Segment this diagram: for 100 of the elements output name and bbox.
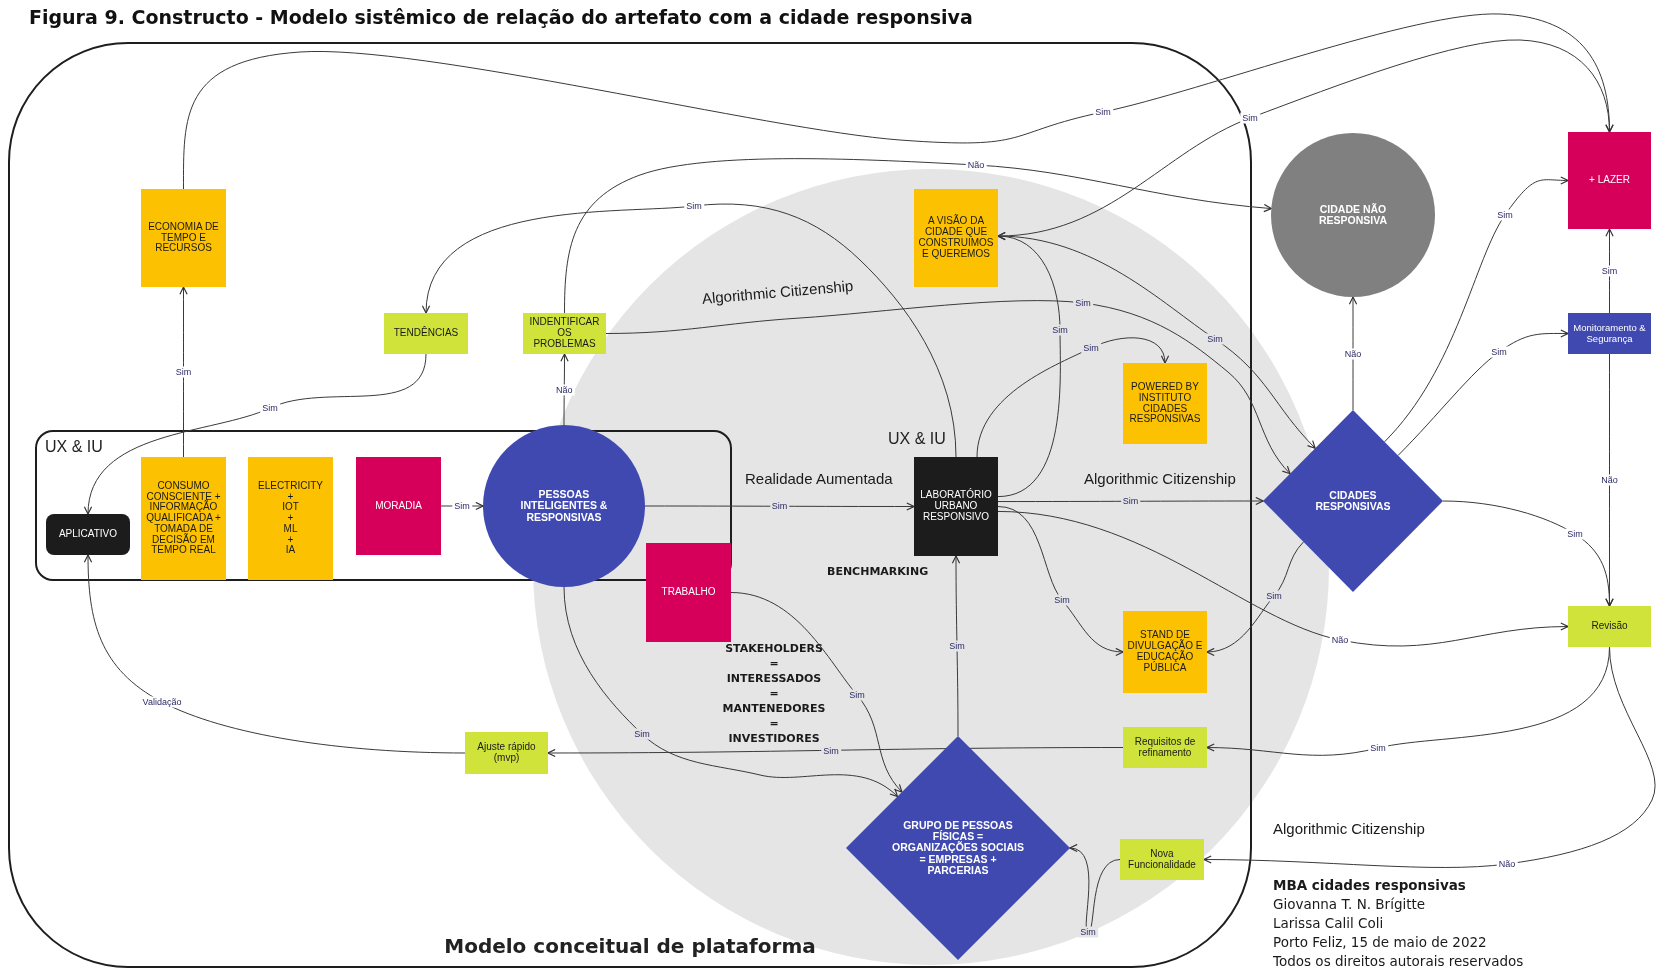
edge-label: Sim [173, 366, 194, 378]
connector-arrow [1203, 646, 1656, 868]
annotation-text: INVESTIDORES [728, 732, 820, 745]
decision-diamond [846, 736, 1070, 960]
edge-label: Sim [1073, 297, 1093, 309]
annotation-text: = [769, 657, 779, 670]
edge-label: Sim [1081, 342, 1101, 354]
process-box [914, 189, 998, 287]
node-label: POWERED BY INSTITUTO CIDADES RESPONSIVAS [1128, 381, 1202, 426]
decision-diamond [1263, 410, 1443, 592]
annotation-text: Algorithmic Citizenship [1273, 820, 1425, 837]
node-label: MORADIA [375, 500, 422, 512]
process-box [1568, 132, 1651, 229]
node-label: INDENTIFICAR OS PROBLEMAS [528, 317, 601, 350]
node-label: Monitoramento & Segurança [1572, 323, 1647, 344]
process-box [248, 457, 333, 580]
node-label: APLICATIVO [58, 529, 118, 540]
process-box [465, 732, 548, 774]
app-box [46, 514, 130, 555]
annotation-text: STAKEHOLDERS [725, 642, 823, 655]
node-label: CIDADES RESPONSIVAS [1314, 489, 1392, 513]
credit-text: Giovanna T. N. Brígitte [1273, 896, 1426, 912]
process-box [1123, 727, 1207, 768]
node-label: TRABALHO [661, 587, 716, 598]
edge-label: Sim [1052, 594, 1072, 606]
connector-arrow [83, 554, 466, 754]
connector-arrow [730, 592, 903, 793]
connector-arrow [1605, 228, 1614, 314]
node-label: ELECTRICITY + IOT + ML + IA [257, 480, 324, 557]
edge-label: Sim [1599, 265, 1620, 277]
edge-label: Não [1599, 474, 1620, 486]
connector-arrow [997, 496, 1264, 506]
node-label: A VISÃO DA CIDADE QUE CONSTRUIMOS E QUEREMOS [917, 216, 995, 260]
edge-label: Sim [684, 200, 704, 212]
annotation-text: = [769, 687, 779, 700]
node-label: CIDADE NÃO RESPONSIVA [1317, 203, 1389, 227]
annotation-text: Realidade Aumentada [745, 470, 893, 487]
edge-label: Sim [260, 402, 280, 414]
node-label: CONSUMO CONSCIENTE + INFORMAÇÃO QUALIFICADA + TOMADA DE DECISÃO EM TEMPO REAL [145, 480, 222, 557]
connector-arrow [605, 300, 1291, 475]
process-box [356, 457, 441, 555]
edge-label: Sim [1240, 112, 1260, 124]
edge-label: Sim [1368, 742, 1388, 754]
process-box [141, 189, 226, 287]
node-label: ECONOMIA DE TEMPO E RECURSOS [147, 221, 220, 255]
frame-title: Modelo conceitual de plataforma [444, 934, 816, 958]
edge-label: Sim [847, 689, 867, 701]
annotation-text: Algorithmic Citizenship [701, 276, 854, 307]
edge-label: Não [554, 384, 575, 395]
connector-arrow [1397, 329, 1569, 456]
connector-arrow [976, 337, 1169, 458]
node-label: Requisitos de refinamento [1133, 736, 1197, 759]
annotation-text: MANTENEDORES [722, 702, 826, 715]
process-box [1568, 313, 1651, 354]
node-label: + LAZER [1589, 175, 1630, 186]
process-box [646, 543, 731, 642]
edge-label: Não [965, 159, 987, 171]
edge-label: Validação [140, 696, 184, 708]
edge-label: Sim [947, 640, 967, 652]
edge-label: Não [1329, 634, 1351, 646]
connector-arrow [951, 555, 961, 737]
edge-label: Sim [1093, 106, 1113, 118]
connector-arrow [179, 286, 188, 458]
edge-label: Sim [821, 745, 841, 757]
connector-arrow [563, 586, 899, 798]
edge-label: Sim [632, 728, 652, 740]
node-label: GRUPO DE PESSOAS FÍSICAS = ORGANIZAÇÕES SOCIAIS = EMPRESAS + PARCERIAS [891, 819, 1025, 877]
connector-arrow [84, 353, 427, 515]
connector-arrow [1206, 541, 1304, 656]
process-box [1123, 363, 1207, 444]
connector-arrow [422, 203, 957, 458]
connector-arrow [997, 232, 1061, 498]
node-label: PESSOAS INTELIGENTES & RESPONSIVAS [519, 489, 609, 523]
credit-text: Todos os direitos autorais reservados [1273, 953, 1524, 969]
edge-label: Sim [1205, 333, 1225, 345]
edge-label: Não [1342, 348, 1364, 359]
node-label: LABORATÓRIO URBANO RESPONSIVO [919, 490, 993, 523]
credit-text: Porto Feliz, 15 de maio de 2022 [1273, 934, 1487, 950]
connector-arrow [1442, 500, 1614, 607]
node-label: TENDÊNCIAS [393, 328, 459, 339]
process-box [384, 313, 468, 354]
node-label: Ajuste rápido (mvp) [476, 742, 537, 764]
connector-arrow [547, 747, 1124, 758]
annotation-text: Algorithmic Citizenship [1084, 470, 1236, 487]
connector-arrow [997, 235, 1316, 449]
node-label: STAND DE DIVULGAÇÃO E EDUCAÇÃO PÚBLICA [1126, 630, 1204, 674]
connector-arrow [564, 158, 1272, 314]
edge-label: Sim [1495, 209, 1515, 221]
node-label: Revisão [1591, 621, 1628, 632]
edge-label: Sim [1050, 324, 1070, 336]
edge-label: Sim [1489, 346, 1509, 358]
figure-title: Figura 9. Constructo - Modelo sistêmico de relação do artefato com a cidade responsiva [29, 6, 973, 28]
process-box [1568, 606, 1651, 647]
connector-arrow [1348, 296, 1358, 411]
connector-arrow [1384, 176, 1569, 443]
process-box [1123, 611, 1207, 693]
process-box [1120, 839, 1204, 880]
edge-label: Sim [1264, 590, 1284, 602]
connector-arrow [644, 502, 915, 511]
credit-text: Larissa Calil Coli [1273, 915, 1384, 931]
